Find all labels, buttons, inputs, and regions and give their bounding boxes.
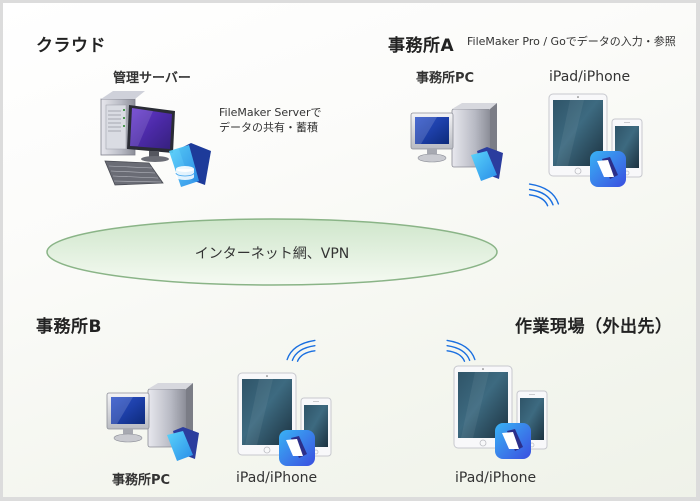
office-a-pc-icon bbox=[407, 101, 517, 191]
office-a-wifi-icon bbox=[526, 179, 562, 209]
office-b-pc-label: 事務所PC bbox=[112, 473, 171, 488]
server-label: 管理サーバー bbox=[113, 71, 191, 86]
office-b-mobile-icon bbox=[237, 372, 333, 468]
server-description: FileMaker Serverで データの共有・蓄積 bbox=[219, 105, 321, 135]
office-b-mobile-label: iPad/iPhone bbox=[236, 470, 318, 486]
office-b-title: 事務所B bbox=[36, 317, 102, 337]
server-desc-line2: データの共有・蓄積 bbox=[219, 121, 318, 134]
field-site-mobile-icon bbox=[453, 365, 549, 461]
office-b-wifi-icon bbox=[283, 337, 319, 363]
cloud-title: クラウド bbox=[36, 36, 106, 56]
office-a-mobile-icon bbox=[548, 93, 644, 189]
server-desc-line1: FileMaker Serverで bbox=[219, 106, 322, 119]
network-label: インターネット網、VPN bbox=[194, 246, 350, 262]
office-a-pc-label: 事務所PC bbox=[416, 71, 475, 86]
field-site-wifi-icon bbox=[443, 337, 479, 363]
server-icon bbox=[93, 89, 223, 189]
network-ellipse bbox=[45, 217, 499, 287]
office-a-mobile-label: iPad/iPhone bbox=[549, 69, 631, 85]
field-site-mobile-label: iPad/iPhone bbox=[455, 470, 537, 486]
office-b-pc-icon bbox=[103, 381, 213, 471]
office-a-title: 事務所A bbox=[388, 36, 455, 56]
field-site-title: 作業現場（外出先） bbox=[515, 317, 673, 337]
office-a-subtitle: FileMaker Pro / Goでデータの入力・参照 bbox=[467, 35, 676, 48]
